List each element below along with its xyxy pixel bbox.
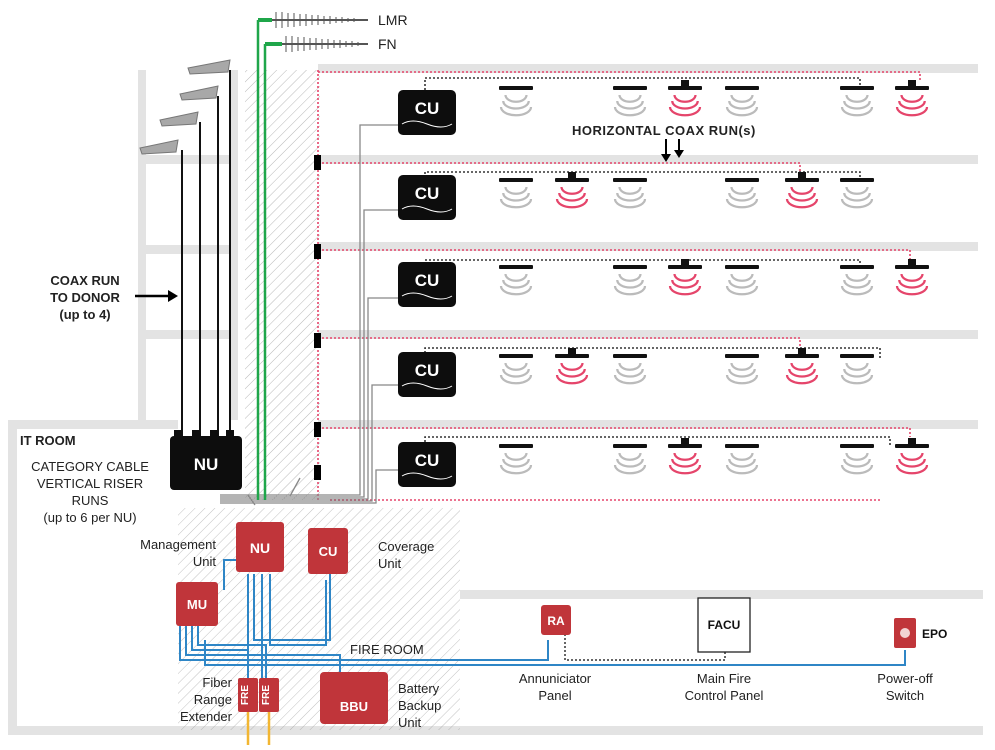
coverage-antenna-icon <box>499 178 533 209</box>
cu-label: CU <box>415 99 440 118</box>
fre-label: FRE <box>240 685 251 705</box>
coverage-antenna-icon <box>499 86 533 117</box>
fire-antenna-icon <box>668 438 702 475</box>
fire-antenna-icon <box>895 259 929 296</box>
facu-label: FACU <box>708 618 741 632</box>
it-room-label: IT ROOM <box>20 433 76 448</box>
bbu-device[interactable]: BBU <box>320 672 388 724</box>
mu-label: MU <box>187 597 207 612</box>
coverage-antenna-icon <box>725 265 759 296</box>
cu-device-floor-1[interactable]: CU <box>398 90 456 135</box>
riser-shaft <box>245 70 320 500</box>
cu-device-fire-room[interactable]: CU <box>308 528 348 574</box>
nu-device-it-room[interactable]: NU <box>170 430 242 490</box>
coverage-antenna-icon <box>613 178 647 209</box>
coverage-antenna-icon <box>725 354 759 385</box>
cu-device-floor-3[interactable]: CU <box>398 262 456 307</box>
coverage-antenna-icon <box>613 86 647 117</box>
cu-label: CU <box>415 271 440 290</box>
nu-fire-label: NU <box>250 540 270 556</box>
donor-antenna-icon <box>187 59 231 75</box>
fire-dotted-lines <box>317 70 921 501</box>
coverage-antenna-icon <box>613 354 647 385</box>
fire-room-label: FIRE ROOM <box>350 642 424 657</box>
cu-device-floor-2[interactable]: CU <box>398 175 456 220</box>
coverage-antenna-icon <box>840 86 874 117</box>
coverage-antenna-icon <box>613 265 647 296</box>
fre-label: FRE <box>261 685 272 705</box>
donor-antenna-icon <box>159 111 199 127</box>
fire-antenna-icon <box>785 348 819 385</box>
fire-antenna-icon <box>555 348 589 385</box>
category-cable-bundle <box>220 124 398 506</box>
coverage-antenna-icon <box>840 354 874 385</box>
fre-device-2[interactable]: FRE <box>259 678 279 712</box>
coverage-antenna-icon <box>725 178 759 209</box>
coverage-antenna-icon <box>613 444 647 475</box>
fn-label: FN <box>378 36 397 52</box>
coverage-unit-label: Coverage Unit <box>378 539 435 571</box>
fire-antenna-icon <box>895 438 929 475</box>
annunciator-panel-label: Annuniciator Panel <box>518 671 592 703</box>
mu-device[interactable]: MU <box>176 582 218 626</box>
fire-antenna-icon <box>785 172 819 209</box>
facu-link-dotted <box>564 630 726 661</box>
battery-backup-unit-label: Battery Backup Unit <box>398 681 442 730</box>
fire-antenna-icon <box>668 80 702 117</box>
ra-label: RA <box>547 614 565 628</box>
nu-device-fire-room[interactable]: NU <box>236 522 284 572</box>
donor-antenna-icon <box>139 139 179 155</box>
donor-antenna-icon <box>179 85 219 101</box>
coverage-antenna-icon <box>499 265 533 296</box>
ra-device[interactable]: RA <box>541 605 571 635</box>
cu-device-floor-5[interactable]: CU <box>398 442 456 487</box>
cu-label: CU <box>415 451 440 470</box>
fre-output-lines <box>246 712 271 745</box>
bbu-label: BBU <box>340 699 368 714</box>
management-unit-label: Management Unit <box>140 537 216 569</box>
lmr-label: LMR <box>378 12 408 28</box>
power-off-switch-label: Power-off Switch <box>877 671 933 703</box>
horizontal-coax-arrows <box>661 139 684 162</box>
cu-units: CU CU CU CU CU <box>398 90 456 487</box>
nu-label: NU <box>194 455 219 474</box>
cu-fire-label: CU <box>319 544 338 559</box>
coax-donor-label: COAX RUN TO DONOR (up to 4) <box>50 273 120 322</box>
fire-antenna-icon <box>555 172 589 209</box>
coverage-antenna-icon <box>840 444 874 475</box>
fn-antenna-icon <box>282 36 368 52</box>
fiber-range-extender-label: Fiber Range Extender <box>179 675 232 724</box>
donor-antennas <box>139 59 231 440</box>
fire-antenna-icon <box>668 259 702 296</box>
coverage-antenna-icon <box>725 444 759 475</box>
cu-label: CU <box>415 361 440 380</box>
category-cable-label: CATEGORY CABLE VERTICAL RISER RUNS (up t… <box>31 459 149 525</box>
floor-slabs <box>318 64 978 429</box>
riser-splice-markers <box>314 155 321 480</box>
epo-switch[interactable]: EPO <box>894 618 947 648</box>
horizontal-coax-label: HORIZONTAL COAX RUN(s) <box>572 123 756 138</box>
coverage-antennas <box>499 80 929 475</box>
coverage-antenna-icon <box>840 265 874 296</box>
coax-donor-arrow <box>135 290 178 302</box>
coverage-antenna-icon <box>499 444 533 475</box>
epo-label: EPO <box>922 627 947 641</box>
cu-label: CU <box>415 184 440 203</box>
building-outline <box>8 70 983 735</box>
coverage-antenna-icon <box>499 354 533 385</box>
lmr-fn-antennas: LMR FN <box>256 12 408 500</box>
coverage-antenna-icon <box>725 86 759 117</box>
coverage-antenna-icon <box>840 178 874 209</box>
fre-device-1[interactable]: FRE <box>238 678 258 712</box>
cu-device-floor-4[interactable]: CU <box>398 352 456 397</box>
lmr-antenna-icon <box>272 12 368 28</box>
facu-panel[interactable]: FACU <box>697 597 751 653</box>
fire-antenna-icon <box>895 80 929 117</box>
main-fire-control-label: Main Fire Control Panel <box>684 671 764 703</box>
fiber-lines <box>179 559 906 678</box>
